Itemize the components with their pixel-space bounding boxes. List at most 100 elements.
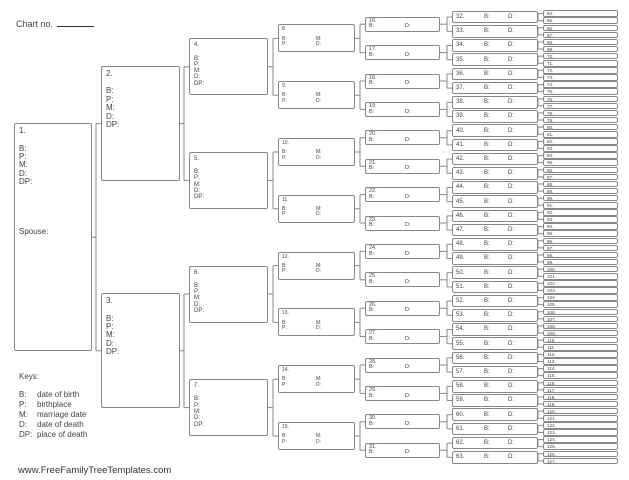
person-box-74[interactable]: 74.: [543, 81, 618, 88]
person-box-69[interactable]: 69.: [543, 45, 618, 53]
person-box-95[interactable]: 95.: [543, 230, 618, 237]
person-box-18[interactable]: 18.B:D:: [365, 73, 440, 89]
person-box-36[interactable]: 36.B:D:: [452, 67, 538, 81]
person-box-108[interactable]: 108.: [543, 322, 618, 330]
person-box-13[interactable]: 13.B:M:P:D:: [278, 308, 355, 337]
person-box-112[interactable]: 112.: [543, 351, 618, 358]
person-box-28[interactable]: 28.B:D:: [365, 357, 440, 373]
person-box-89[interactable]: 89.: [543, 187, 618, 195]
person-box-125[interactable]: 125.: [543, 443, 618, 450]
person-box-1[interactable]: 1.B:P:M:D:DP:Spouse:: [14, 123, 92, 352]
person-box-15[interactable]: 15.B:M:P:D:: [278, 422, 355, 450]
person-box-9[interactable]: 9.B:M:P:D:: [278, 81, 355, 110]
person-box-109[interactable]: 109.: [543, 329, 618, 337]
person-box-10[interactable]: 10.B:M:P:D:: [278, 138, 355, 166]
person-box-66[interactable]: 66.: [543, 24, 618, 31]
person-box-43[interactable]: 43.B:D:: [452, 167, 538, 180]
person-box-99[interactable]: 99.: [543, 258, 618, 266]
person-box-86[interactable]: 86.: [543, 166, 618, 173]
person-box-47[interactable]: 47.B:D:: [452, 223, 538, 237]
person-box-124[interactable]: 124.: [543, 436, 618, 443]
person-box-101[interactable]: 101.: [543, 273, 618, 280]
person-box-97[interactable]: 97.: [543, 244, 618, 252]
person-box-126[interactable]: 126.: [543, 450, 618, 457]
person-box-122[interactable]: 122.: [543, 422, 618, 429]
person-box-77[interactable]: 77.: [543, 102, 618, 110]
person-box-22[interactable]: 22.B:D:: [365, 187, 440, 203]
person-box-56[interactable]: 56.B:D:: [452, 351, 538, 365]
person-box-84[interactable]: 84.: [543, 152, 618, 159]
person-box-63[interactable]: 63.B:D:: [452, 451, 538, 464]
person-box-57[interactable]: 57.B:D:: [452, 365, 538, 379]
person-box-14[interactable]: 14.B:M:P:D:: [278, 365, 355, 394]
person-box-107[interactable]: 107.: [543, 315, 618, 323]
person-box-75[interactable]: 75.: [543, 88, 618, 95]
person-box-92[interactable]: 92.: [543, 209, 618, 216]
person-box-100[interactable]: 100.: [543, 265, 618, 273]
person-box-39[interactable]: 39.B:D:: [452, 110, 538, 123]
person-box-25[interactable]: 25.B:D:: [365, 272, 440, 288]
person-box-11[interactable]: 11.B:M:P:D:: [278, 194, 355, 223]
person-box-88[interactable]: 88.: [543, 180, 618, 188]
person-box-105[interactable]: 105.: [543, 301, 618, 308]
person-box-117[interactable]: 117.: [543, 386, 618, 394]
person-box-21[interactable]: 21.B:D:: [365, 158, 440, 174]
person-box-35[interactable]: 35.B:D:: [452, 53, 538, 66]
person-box-55[interactable]: 55.B:D:: [452, 337, 538, 350]
person-box-59[interactable]: 59.B:D:: [452, 394, 538, 407]
person-box-12[interactable]: 12.B:M:P:D:: [278, 251, 355, 280]
person-box-8[interactable]: 8.B:M:P:D:: [278, 24, 355, 53]
person-box-111[interactable]: 111.: [543, 344, 618, 351]
person-box-80[interactable]: 80.: [543, 123, 618, 131]
person-box-7[interactable]: 7.B:P:M:D:DP:: [189, 379, 268, 437]
person-box-41[interactable]: 41.B:D:: [452, 138, 538, 152]
person-box-32[interactable]: 32.B:D:: [452, 10, 538, 24]
person-box-96[interactable]: 96.: [543, 237, 618, 244]
person-box-4[interactable]: 4.B:P:M:D:DP:: [189, 38, 268, 96]
person-box-93[interactable]: 93.: [543, 216, 618, 223]
person-box-27[interactable]: 27.B:D:: [365, 329, 440, 345]
person-box-40[interactable]: 40.B:D:: [452, 124, 538, 137]
person-box-23[interactable]: 23.B:D:: [365, 215, 440, 231]
person-box-76[interactable]: 76.: [543, 95, 618, 102]
person-box-72[interactable]: 72.: [543, 67, 618, 74]
person-box-30[interactable]: 30.B:D:: [365, 414, 440, 430]
person-box-60[interactable]: 60.B:D:: [452, 408, 538, 421]
person-box-83[interactable]: 83.: [543, 145, 618, 152]
person-box-94[interactable]: 94.: [543, 223, 618, 230]
person-box-3[interactable]: 3.B:P:M:D:DP:: [101, 293, 180, 409]
person-box-114[interactable]: 114.: [543, 365, 618, 372]
person-box-79[interactable]: 79.: [543, 116, 618, 124]
person-box-54[interactable]: 54.B:D:: [452, 323, 538, 336]
person-box-123[interactable]: 123.: [543, 429, 618, 436]
person-box-62[interactable]: 62.B:D:: [452, 436, 538, 450]
chart-number-line[interactable]: [57, 26, 95, 27]
person-box-91[interactable]: 91.: [543, 202, 618, 209]
person-box-19[interactable]: 19.B:D:: [365, 101, 440, 117]
person-box-121[interactable]: 121.: [543, 415, 618, 422]
website-link[interactable]: www.FreeFamilyTreeTemplates.com: [18, 465, 172, 476]
person-box-71[interactable]: 71.: [543, 60, 618, 67]
person-box-31[interactable]: 31.B:D:: [365, 442, 440, 458]
person-box-78[interactable]: 78.: [543, 109, 618, 117]
person-box-115[interactable]: 115.: [543, 372, 618, 379]
person-box-20[interactable]: 20.B:D:: [365, 130, 440, 146]
person-box-90[interactable]: 90.: [543, 194, 618, 202]
person-box-51[interactable]: 51.B:D:: [452, 280, 538, 294]
person-box-81[interactable]: 81.: [543, 131, 618, 138]
person-box-87[interactable]: 87.: [543, 173, 618, 181]
person-box-70[interactable]: 70.: [543, 52, 618, 60]
person-box-113[interactable]: 113.: [543, 358, 618, 365]
person-box-116[interactable]: 116.: [543, 379, 618, 386]
person-box-61[interactable]: 61.B:D:: [452, 422, 538, 436]
person-box-106[interactable]: 106.: [543, 308, 618, 315]
person-box-73[interactable]: 73.: [543, 74, 618, 81]
person-box-98[interactable]: 98.: [543, 251, 618, 259]
person-box-102[interactable]: 102.: [543, 280, 618, 287]
person-box-68[interactable]: 68.: [543, 38, 618, 46]
person-box-37[interactable]: 37.B:D:: [452, 81, 538, 95]
person-box-26[interactable]: 26.B:D:: [365, 300, 440, 316]
person-box-120[interactable]: 120.: [543, 407, 618, 415]
person-box-48[interactable]: 48.B:D:: [452, 238, 538, 251]
person-box-58[interactable]: 58.B:D:: [452, 380, 538, 393]
